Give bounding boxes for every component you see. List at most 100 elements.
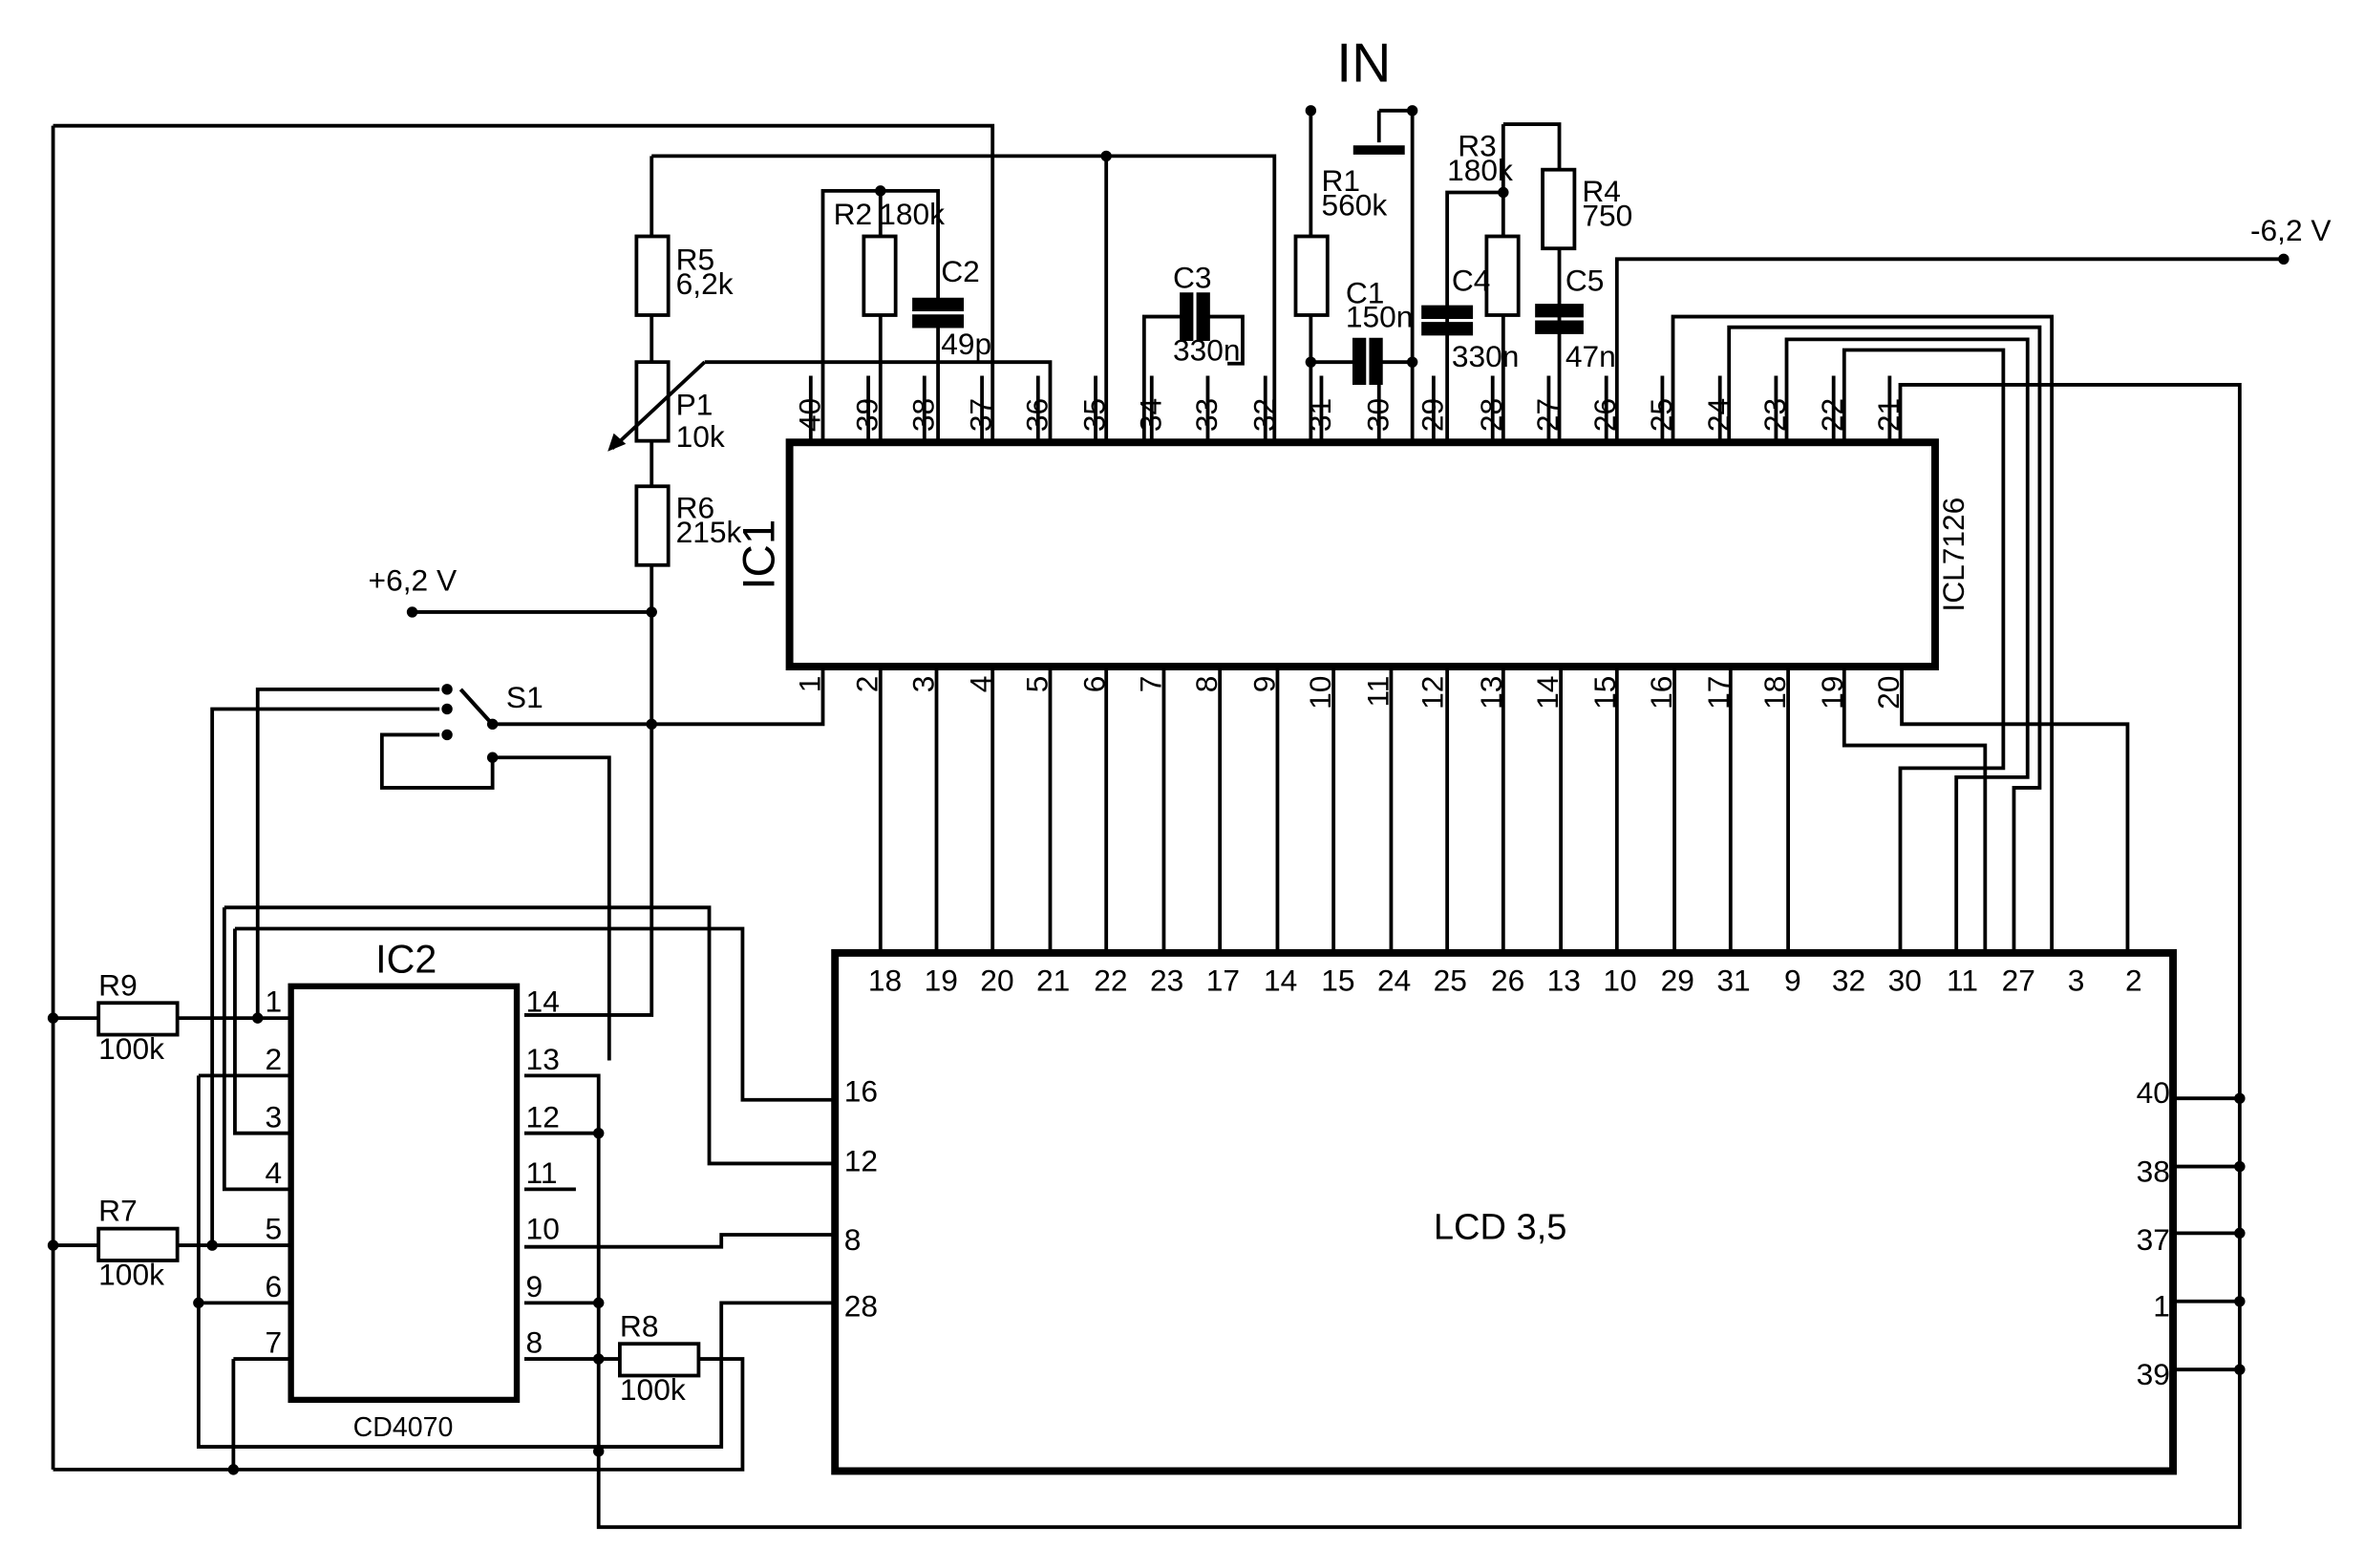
ic1-top-pin-label: 28 [1474,398,1508,432]
junction-dot [193,1297,204,1309]
positive-supply-label: +6,2 V [369,563,458,598]
resistor-r2 [862,234,898,317]
wires [51,108,2284,1530]
wire [1203,314,1245,366]
lcd-top-pin-label: 25 [1434,964,1467,998]
wire [704,360,1053,443]
ic1-top-pin-label: 38 [905,398,940,432]
lcd-label: LCD 3,5 [1434,1208,1567,1248]
ic1-bottom-pin-label: 8 [1189,676,1224,693]
wire [1614,257,2284,443]
lcd-top-pin-label: 22 [1094,964,1127,998]
junction-dot [646,718,657,731]
junction-dot [592,1127,605,1139]
ic2-left-pin-label: 3 [265,1099,282,1134]
lcd-top-pin-label: 13 [1547,964,1581,998]
ic2-left-pin-label: 7 [265,1325,282,1360]
ic1-designator: IC1 [735,519,785,590]
junction-dot [592,1446,605,1457]
ic2-left-pin-label: 2 [265,1042,282,1076]
junction-dot [1305,105,1317,117]
ic1-bottom-pin-label: 7 [1133,676,1167,693]
wire [1502,122,1562,170]
r9-name: R9 [98,967,138,1002]
ic1-bottom-pin-label: 5 [1019,676,1054,693]
c4-name: C4 [1452,264,1491,298]
c1-name: C1 [1346,275,1385,309]
ic1-top-pin-label: 34 [1133,398,1167,432]
capacitors [912,292,1584,385]
switch-s1-lever [458,688,492,723]
ic1-top-pin-label: 32 [1246,398,1281,432]
negative-supply-label: -6,2 V [2250,213,2332,247]
lcd-top-pin-label: 27 [2002,964,2035,998]
junction-dot [227,1464,240,1475]
lcd-top-pin-label: 21 [1036,964,1070,998]
lcd-top-pin-label: 23 [1150,964,1183,998]
r7-value: 100k [98,1257,164,1291]
ic1-bottom-pin-label: 6 [1077,676,1112,693]
p1-name: P1 [676,388,713,422]
lcd-top-pin-label: 11 [1947,964,1978,998]
ic2-right-pin-label: 13 [526,1042,560,1076]
r1-name: R1 [1321,163,1360,198]
lcd-top-pin-label: 15 [1321,964,1354,998]
lcd-top-pin-label: 30 [1888,964,1922,998]
p1-value: 10k [676,419,725,454]
junction-dot [2234,1227,2246,1240]
junction-dot [441,729,453,741]
ic1-bottom-pin-label: 17 [1701,676,1736,710]
lcd-top-pin-label: 9 [1784,964,1801,998]
junction-dot [1406,356,1418,368]
r8-name: R8 [620,1308,659,1343]
c1-value: 150n [1346,300,1414,334]
junction-dot [2278,253,2289,265]
ic1-top-pin-label: 27 [1530,398,1565,432]
ic1-bottom-pin-label: 15 [1587,676,1622,710]
c4-value: 330n [1452,339,1520,373]
lcd-top-pin-label: 19 [925,964,958,998]
ic1-bottom-pin-label: 1 [792,676,826,693]
ic2-right-pin-label: 8 [526,1325,543,1360]
lcd-top-pin-label: 20 [980,964,1013,998]
lcd-top-pin-label: 3 [2068,964,2085,998]
lcd-right-pin-label: 39 [2137,1357,2170,1391]
ic1-top-pin-label: 35 [1077,398,1112,432]
ic1-bottom-pin-label: 19 [1815,676,1849,710]
ic1-part-number: ICL7126 [1936,498,1970,612]
junction-dot [252,1012,264,1024]
ic1-top-pin-label: 33 [1189,398,1224,432]
junction-dot [2234,1364,2246,1375]
r2-name: R2 [834,197,873,231]
junction-dot [2234,1296,2246,1307]
r5-name: R5 [676,242,715,276]
wire [596,383,2242,1530]
r4-value: 750 [1582,198,1632,232]
r8-value: 100k [620,1372,686,1407]
ic1-top-pin-label: 29 [1415,398,1449,432]
lcd-left-pin-label: 28 [844,1289,878,1324]
lcd-right-pin-label: 1 [2153,1289,2170,1324]
lcd-top-pin-label: 26 [1491,964,1524,998]
ic1-top-pin-label: 25 [1644,398,1678,432]
c2-name: C2 [941,254,980,288]
junction-dot [441,684,453,695]
wire [651,154,1277,443]
ic1-bottom-pin-label: 14 [1530,676,1565,710]
ic1-bottom-pin-label: 2 [850,676,884,693]
c5-value: 47n [1565,339,1616,373]
ic1-bottom-pin-label: 9 [1246,676,1281,693]
lcd-left-pin-label: 12 [844,1143,878,1177]
ic1-top-pin-label: 39 [850,398,884,432]
wire [523,564,654,1017]
lcd-right-pin-label: 37 [2137,1222,2170,1257]
wire [1727,325,2042,950]
lcd-body [831,948,2178,1475]
lcd-top-pin-label: 17 [1206,964,1240,998]
